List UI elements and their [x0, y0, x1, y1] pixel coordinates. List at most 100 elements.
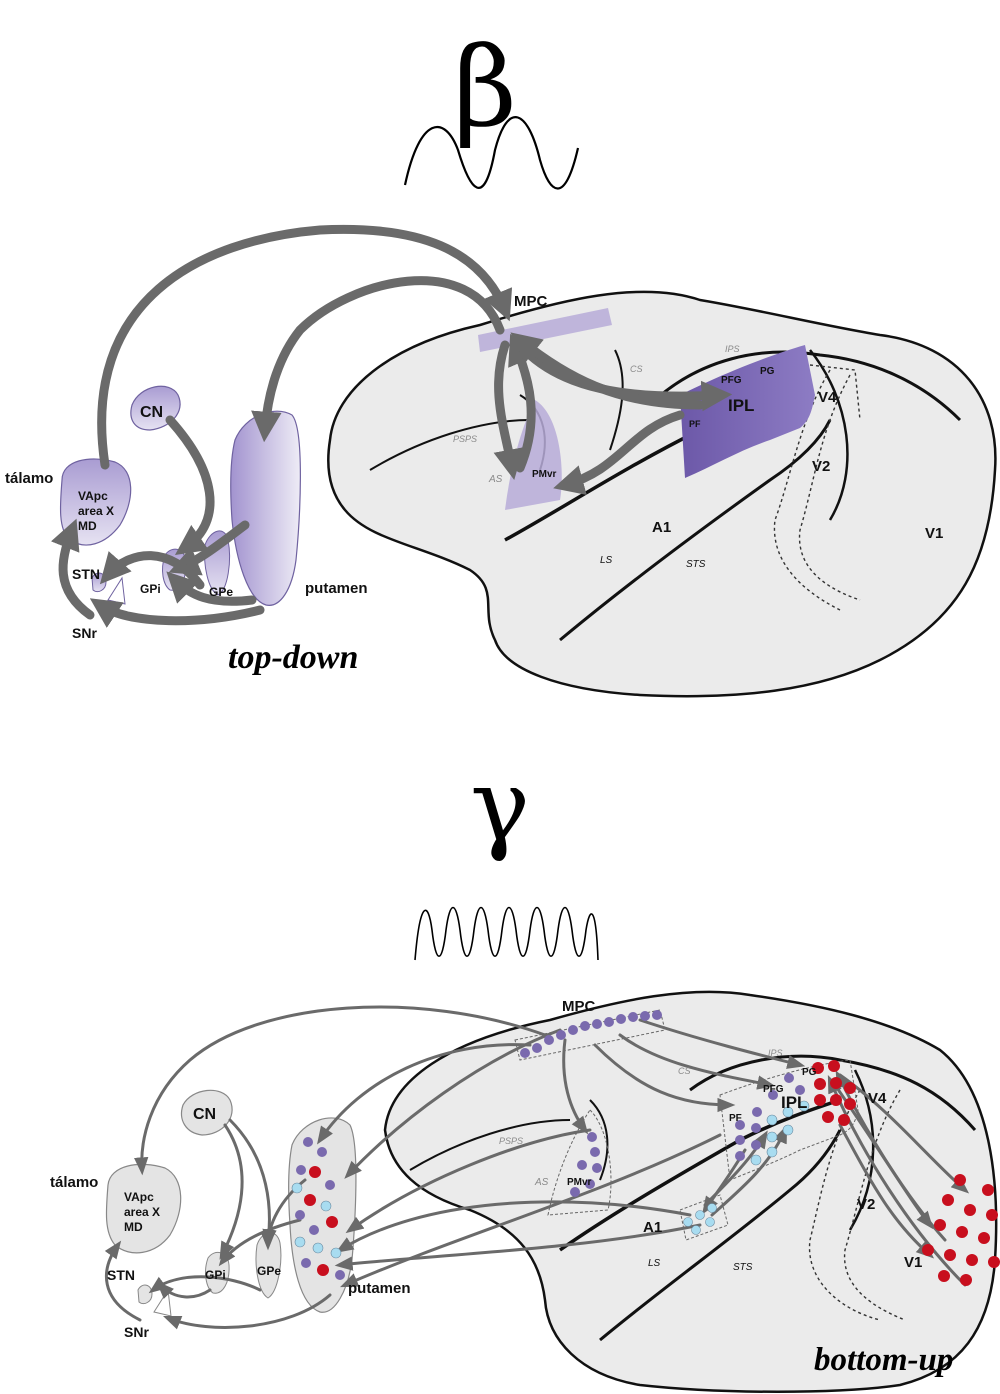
- label-a1: A1: [643, 1219, 662, 1236]
- dot-mpc: [580, 1021, 590, 1031]
- dot-v1-red: [942, 1194, 954, 1206]
- dot-pmvr: [592, 1163, 602, 1173]
- dot-v1-red: [978, 1232, 990, 1244]
- brain-outline: [385, 992, 996, 1392]
- sulcus-label-as: AS: [488, 474, 503, 485]
- dot-v1-red: [934, 1219, 946, 1231]
- dot-v1-red: [956, 1226, 968, 1238]
- dot-ipl-purple: [784, 1073, 794, 1083]
- label-v1: V1: [904, 1254, 922, 1271]
- dot-ipl-purple: [751, 1140, 761, 1150]
- dot-v1-red: [988, 1256, 1000, 1268]
- label-pf: PF: [729, 1113, 742, 1124]
- label-thal-line2: area X: [124, 1205, 160, 1219]
- dot-v1-red: [966, 1254, 978, 1266]
- dot-v1-red: [954, 1174, 966, 1186]
- sulcus-label-cs: CS: [630, 364, 643, 374]
- dot-v1-red: [960, 1274, 972, 1286]
- dot-a1-cyan: [708, 1204, 717, 1213]
- label-gpi: GPi: [140, 582, 161, 596]
- label-talamo: tálamo: [5, 470, 53, 487]
- dot-put-red: [317, 1264, 329, 1276]
- dot-mpc: [556, 1030, 566, 1040]
- dot-ipl-red: [814, 1094, 826, 1106]
- dot-ipl-purple: [735, 1135, 745, 1145]
- dot-ipl-red: [844, 1098, 856, 1110]
- dot-put-purple: [295, 1210, 305, 1220]
- snr-shape: [108, 578, 125, 604]
- label-v2: V2: [857, 1196, 875, 1213]
- dot-a1-cyan: [696, 1211, 705, 1220]
- label-mpc: MPC: [514, 293, 548, 310]
- label-pg: PG: [802, 1067, 817, 1078]
- dot-put-purple: [335, 1270, 345, 1280]
- dot-ipl-purple: [752, 1107, 762, 1117]
- dot-ipl-cyan: [767, 1132, 777, 1142]
- label-a1: A1: [652, 519, 671, 536]
- dot-mpc: [616, 1014, 626, 1024]
- arrow-putamen-to-snr: [100, 605, 260, 621]
- sulcus-label-sts: STS: [686, 559, 706, 570]
- dot-ipl-purple: [735, 1151, 745, 1161]
- stn-shape: [138, 1285, 152, 1304]
- snr-shape: [154, 1290, 171, 1316]
- sulcus-label-cs: CS: [678, 1066, 691, 1076]
- label-ipl: IPL: [781, 1093, 807, 1112]
- sulcus-label-psps: PSPS: [499, 1136, 523, 1146]
- sulcus-label-ls: LS: [600, 555, 613, 566]
- dot-v1-red: [922, 1244, 934, 1256]
- label-pg: PG: [760, 366, 775, 377]
- dot-put-cyan: [331, 1248, 341, 1258]
- dot-put-cyan: [292, 1183, 302, 1193]
- dot-pmvr: [577, 1160, 587, 1170]
- dot-put-cyan: [313, 1243, 323, 1253]
- dot-mpc: [640, 1011, 650, 1021]
- brain-top: [328, 292, 995, 696]
- label-v4: V4: [818, 389, 837, 406]
- sulcus-label-ips: IPS: [725, 344, 740, 354]
- label-v4: V4: [868, 1090, 887, 1107]
- dot-a1-cyan: [684, 1218, 693, 1227]
- dot-put-cyan: [321, 1201, 331, 1211]
- label-v2: V2: [812, 458, 830, 475]
- sulcus-label-psps: PSPS: [453, 434, 477, 444]
- dot-put-purple: [325, 1180, 335, 1190]
- arrow-cn-to-gpi: [170, 420, 210, 548]
- dot-v1-red: [944, 1249, 956, 1261]
- sulcus-label-ls: LS: [648, 1258, 661, 1269]
- dot-put-red: [309, 1166, 321, 1178]
- label-thal-line3: MD: [78, 519, 97, 533]
- label-pfg: PFG: [721, 375, 742, 386]
- dot-mpc: [532, 1043, 542, 1053]
- dot-put-red: [326, 1216, 338, 1228]
- gamma-wave: [415, 908, 598, 961]
- brain-bottom: [385, 992, 996, 1392]
- gamma-symbol: γ: [470, 747, 530, 864]
- dot-ipl-red: [838, 1114, 850, 1126]
- label-gpe: GPe: [257, 1264, 281, 1278]
- dot-v1-red: [938, 1270, 950, 1282]
- label-pmvr: PMvr: [567, 1177, 592, 1188]
- dot-ipl-red: [844, 1082, 856, 1094]
- label-putamen: putamen: [348, 1280, 411, 1297]
- dot-mpc: [520, 1048, 530, 1058]
- arrow-cn-to-gpi: [222, 1125, 242, 1255]
- dot-ipl-cyan: [783, 1125, 793, 1135]
- dot-pmvr: [590, 1147, 600, 1157]
- dot-v1-red: [986, 1209, 998, 1221]
- dot-ipl-purple: [751, 1123, 761, 1133]
- dot-ipl-red: [830, 1094, 842, 1106]
- dot-v1-red: [982, 1184, 994, 1196]
- dot-ipl-cyan: [767, 1147, 777, 1157]
- sulcus-label-as: AS: [534, 1177, 549, 1188]
- dot-put-cyan: [295, 1237, 305, 1247]
- label-cn: CN: [193, 1106, 216, 1123]
- caption-bottom-up: bottom-up: [814, 1342, 953, 1378]
- dot-mpc: [652, 1010, 662, 1020]
- label-stn: STN: [107, 1267, 135, 1283]
- dot-mpc: [568, 1025, 578, 1035]
- label-gpi: GPi: [205, 1268, 226, 1282]
- dot-put-red: [304, 1194, 316, 1206]
- label-gpe: GPe: [209, 585, 233, 599]
- dot-pmvr: [587, 1132, 597, 1142]
